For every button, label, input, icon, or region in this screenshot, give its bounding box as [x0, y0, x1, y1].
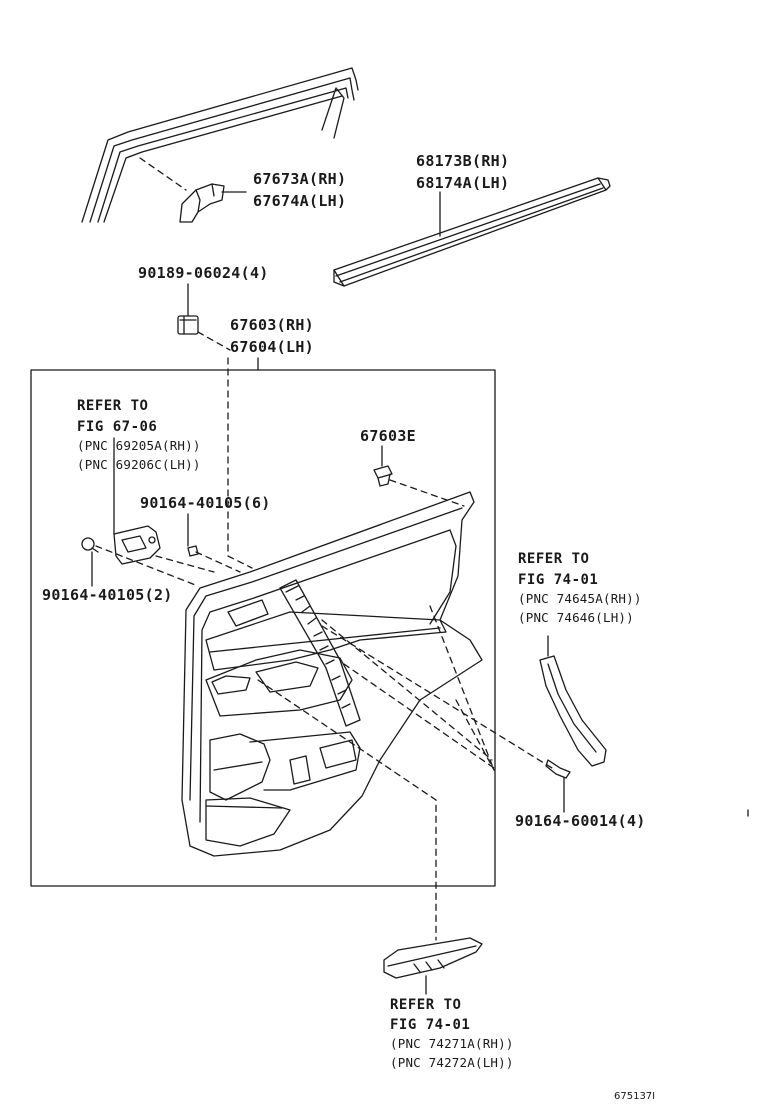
ref2-refer: REFER TO: [518, 551, 590, 567]
leader-switch: [257, 679, 437, 941]
ref2-pnc1: (PNC 74645A(RH)): [518, 591, 642, 606]
figure-id: 675137I: [614, 1091, 656, 1102]
label-67604: 67604(LH): [230, 338, 314, 356]
ref2-fig: FIG 74-01: [518, 572, 599, 588]
clip-67603e: [373, 465, 393, 487]
label-68174a: 68174A(LH): [416, 174, 510, 192]
ref3-pnc2: (PNC 74272A(LH)): [390, 1055, 514, 1070]
label-67603: 67603(RH): [230, 316, 314, 334]
label-67674a: 67674A(LH): [253, 192, 347, 210]
ref3-refer: REFER TO: [390, 997, 462, 1013]
ref1-fig: FIG 67-06: [77, 419, 158, 435]
leader-67603e: [389, 479, 465, 507]
weatherstrip-68173b: [333, 177, 611, 287]
window-switch: [383, 937, 483, 979]
label-40105-2: 90164-40105(2): [42, 586, 173, 604]
label-67603e: 67603E: [360, 427, 416, 445]
ref1-pnc1: (PNC 69205A(RH)): [77, 438, 201, 453]
ref3-pnc1: (PNC 74271A(RH)): [390, 1036, 514, 1051]
screw-40105-6: [187, 545, 199, 557]
label-67673a: 67673A(RH): [253, 170, 347, 188]
leader-panel-clip: [227, 357, 253, 569]
leader-armrest-a: [321, 619, 493, 761]
leader-handle: [155, 555, 215, 573]
leader-armrest-c: [343, 663, 495, 769]
ref1-pnc2: (PNC 69206C(LH)): [77, 457, 201, 472]
label-68173b: 68173B(RH): [416, 152, 510, 170]
assembly-box: [30, 369, 496, 887]
garnish-67673a: [179, 183, 225, 223]
ref2-pnc2: (PNC 74646(LH)): [518, 610, 634, 625]
ref1-refer: REFER TO: [77, 398, 149, 414]
leader-armrest-b: [429, 605, 495, 771]
screw-60014: [545, 759, 571, 779]
ref3-fig: FIG 74-01: [390, 1017, 471, 1033]
door-frame: [81, 67, 359, 223]
leader-screw-6: [195, 551, 241, 573]
label-40105-6: 90164-40105(6): [140, 494, 271, 512]
screw-40105-2: [81, 537, 99, 553]
leader-screw-60014: [321, 625, 553, 769]
door-trim-panel: [181, 491, 483, 857]
inner-handle: [113, 525, 161, 565]
leader-90189-dash: [197, 331, 231, 351]
assist-grip: [539, 655, 607, 767]
leader-armrest-d: [455, 699, 495, 771]
leader-screw-2: [95, 545, 199, 587]
leader-67673a: [139, 157, 187, 191]
label-90189: 90189-06024(4): [138, 264, 269, 282]
clip-90189: [177, 315, 199, 335]
label-60014: 90164-60014(4): [515, 812, 646, 830]
